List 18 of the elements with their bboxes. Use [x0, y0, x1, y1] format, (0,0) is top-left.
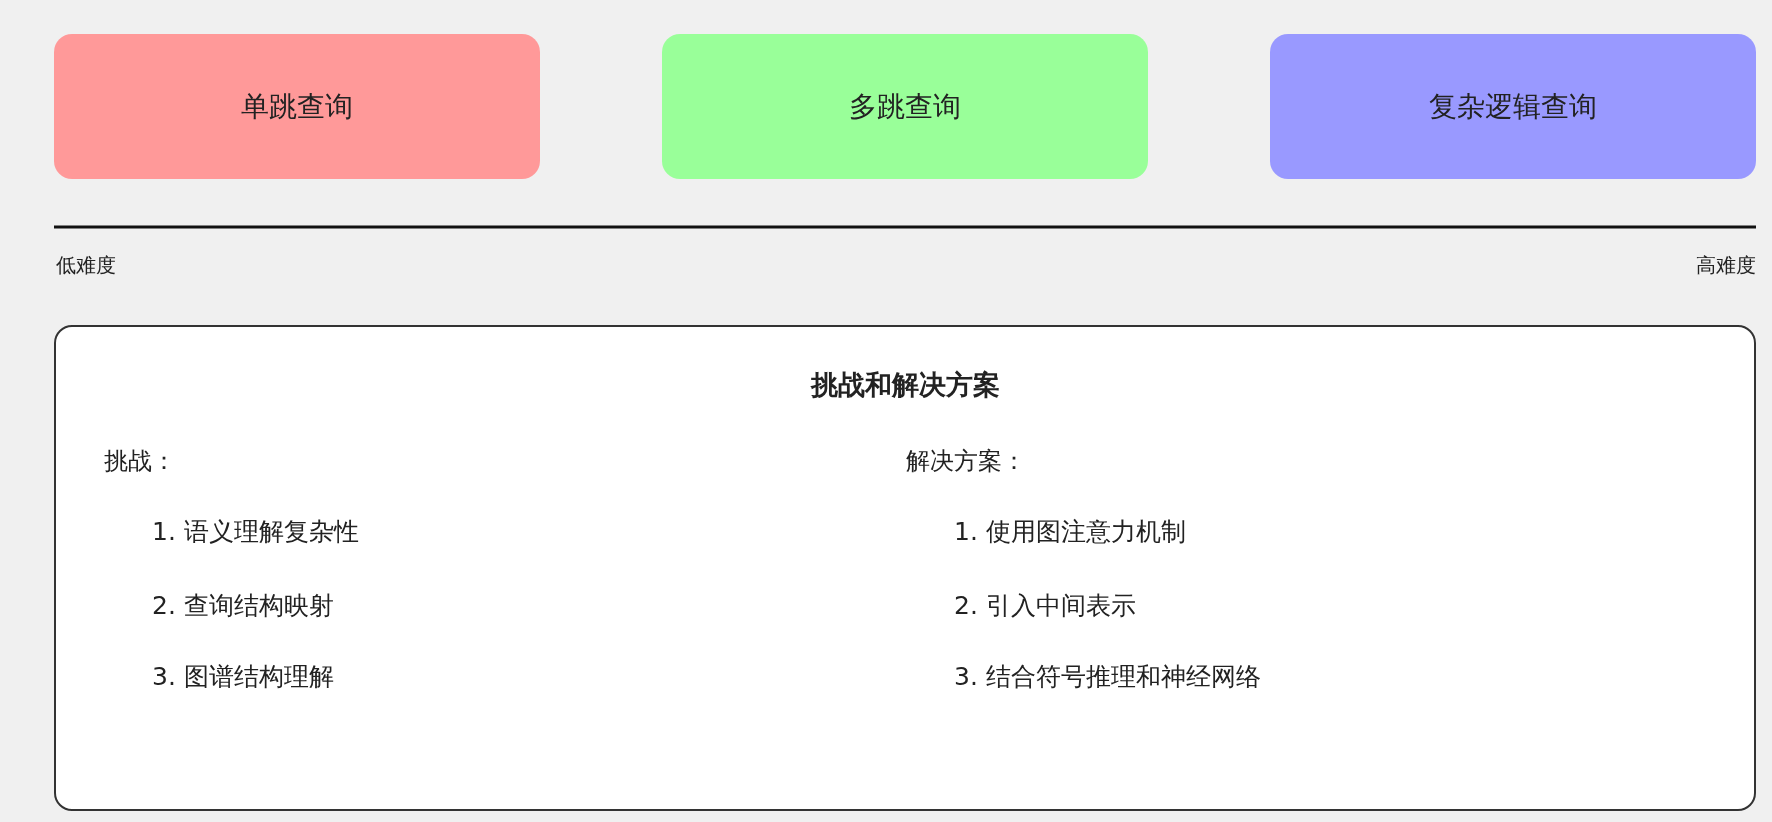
box-label: 复杂逻辑查询 — [1429, 88, 1597, 125]
section-heading: 挑战： — [104, 446, 176, 477]
query-type-box — [662, 34, 1148, 179]
list-item: 3. 图谱结构理解 — [152, 661, 334, 693]
box-label: 多跳查询 — [849, 88, 961, 125]
list-item: 2. 查询结构映射 — [152, 590, 334, 622]
info-panel — [54, 325, 1756, 811]
panel-title: 挑战和解决方案 — [809, 368, 1001, 402]
query-type-box — [54, 34, 540, 179]
list-item: 2. 引入中间表示 — [954, 590, 1136, 622]
list-item: 1. 语义理解复杂性 — [152, 516, 359, 548]
list-item: 1. 使用图注意力机制 — [954, 516, 1186, 548]
list-item: 3. 结合符号推理和神经网络 — [954, 661, 1261, 693]
query-type-box — [1270, 34, 1756, 179]
difficulty-label: 高难度 — [1696, 252, 1756, 279]
box-label: 单跳查询 — [241, 88, 353, 125]
section-heading: 解决方案： — [906, 446, 1026, 477]
difficulty-label: 低难度 — [56, 252, 116, 279]
